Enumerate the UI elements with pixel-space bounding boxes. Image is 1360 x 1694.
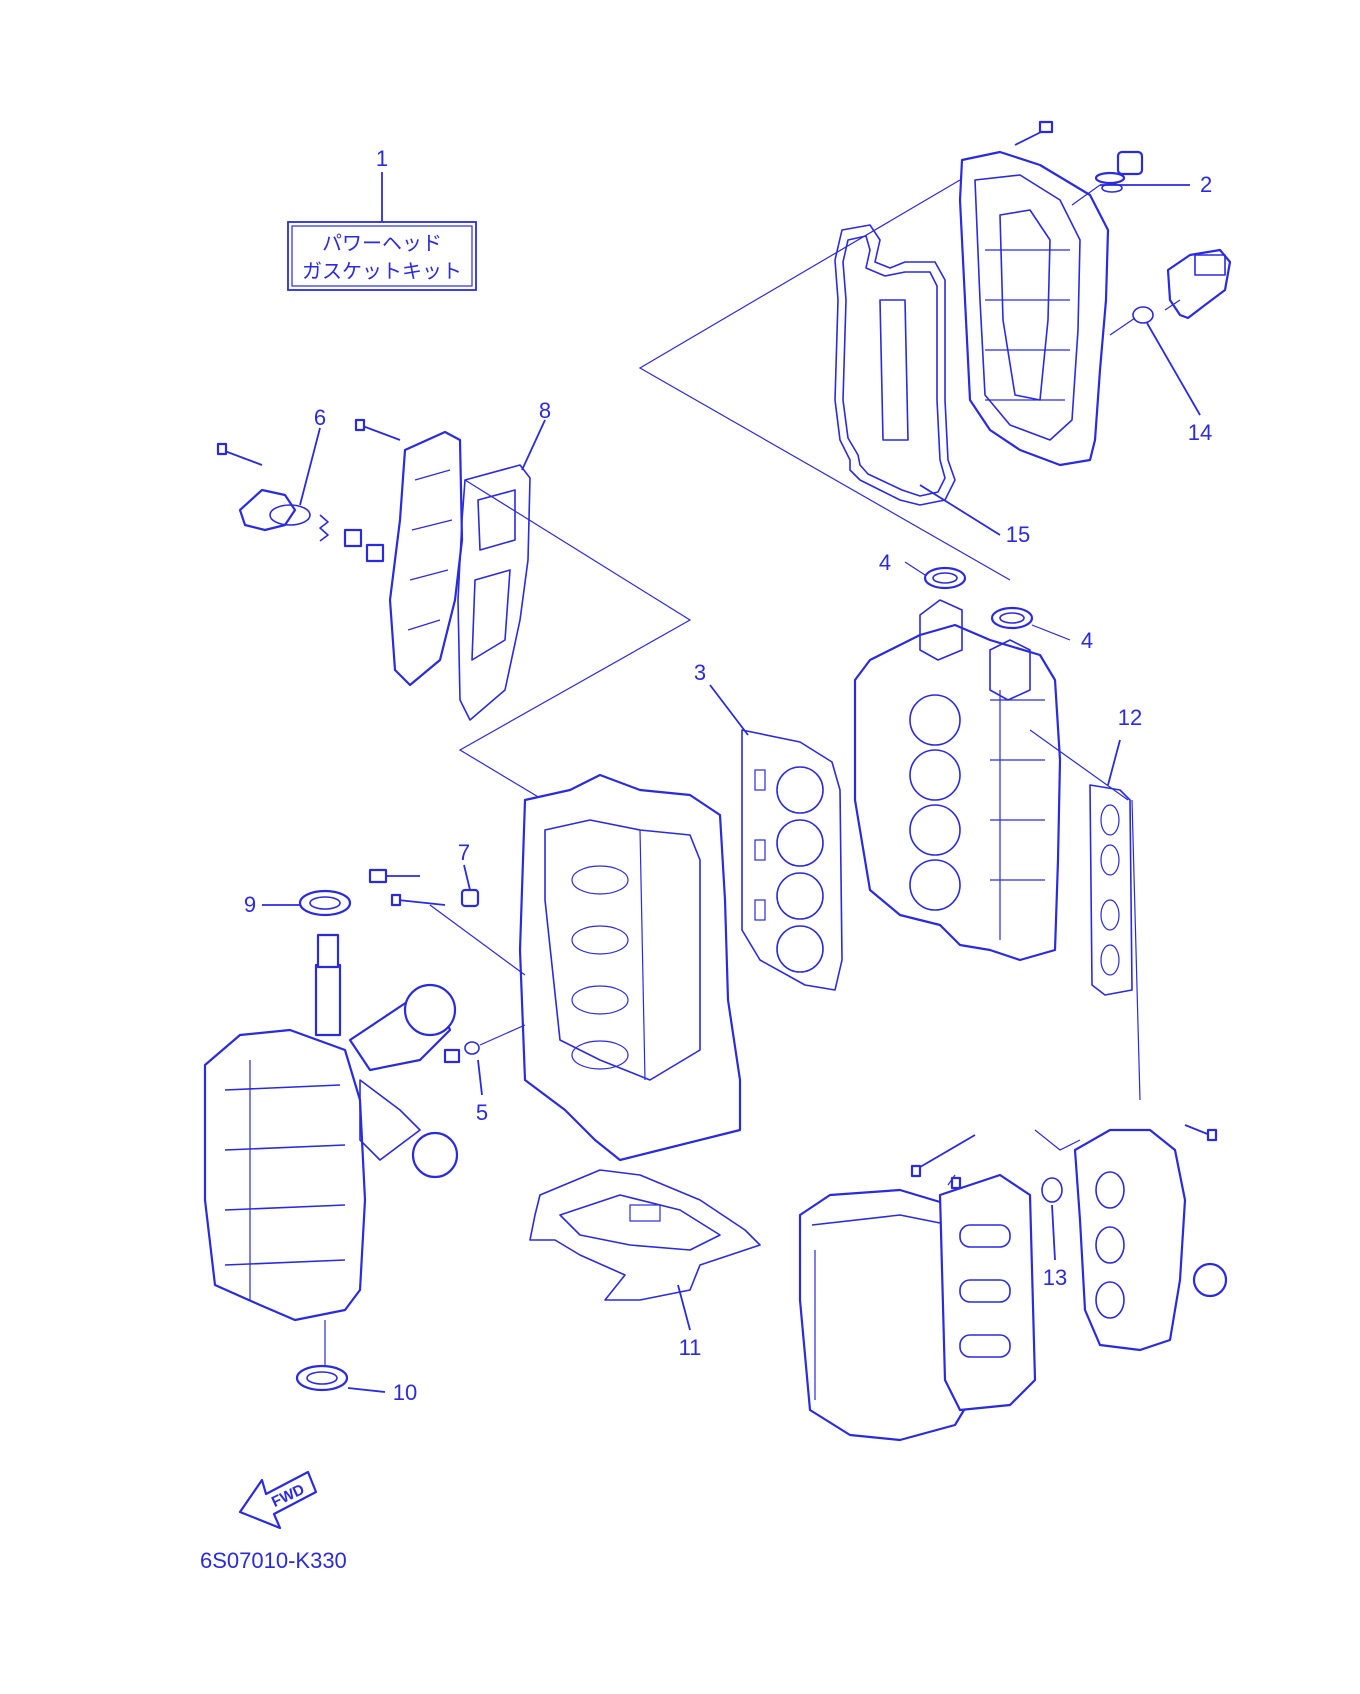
crankshaft[interactable] [314, 933, 459, 1179]
callout-8[interactable]: 8 [539, 398, 551, 423]
thermostat-gasket[interactable] [269, 504, 311, 526]
kit-label-line1: パワーヘッド [322, 231, 442, 255]
intake-manifold[interactable] [938, 1173, 1037, 1412]
intake-silencer[interactable] [798, 1188, 972, 1442]
callout-10[interactable]: 10 [393, 1380, 417, 1405]
exhaust-cover[interactable] [388, 430, 464, 687]
thermostat-housing[interactable] [216, 442, 297, 532]
callout-2[interactable]: 2 [1200, 172, 1212, 197]
manifold-bolt[interactable] [910, 1134, 976, 1178]
seal-4b[interactable] [990, 606, 1034, 630]
callout-11[interactable]: 11 [679, 1335, 702, 1360]
callout-5[interactable]: 5 [476, 1100, 488, 1125]
base-gasket[interactable] [529, 1169, 761, 1301]
cylinder-head[interactable] [853, 599, 1062, 962]
throttle-o-ring[interactable] [1041, 1177, 1063, 1203]
diagram-code: 6S07010-K330 [200, 1548, 347, 1573]
cylinder-head-gasket[interactable] [741, 729, 843, 991]
sensor-unit[interactable] [1164, 248, 1232, 320]
exhaust-gasket[interactable] [1089, 784, 1133, 996]
sensor-o-ring[interactable] [1132, 306, 1154, 324]
drain-bolt[interactable] [443, 1048, 461, 1064]
sensor-grommet-7[interactable] [460, 888, 480, 908]
oil-seal-10[interactable] [295, 1364, 349, 1392]
cylinder-head-cover[interactable] [958, 150, 1110, 467]
callout-4a[interactable]: 4 [879, 550, 891, 575]
throttle-body[interactable] [1073, 1128, 1228, 1352]
seal-4a[interactable] [923, 566, 967, 590]
callout-15[interactable]: 15 [1006, 522, 1030, 547]
oil-seal-9[interactable] [298, 889, 352, 917]
callout-12[interactable]: 12 [1118, 705, 1142, 730]
callout-9[interactable]: 9 [244, 892, 256, 917]
oil-filler-cap[interactable] [1094, 150, 1144, 185]
callout-13[interactable]: 13 [1043, 1265, 1067, 1290]
head-cover-bolt[interactable] [1014, 120, 1054, 146]
callout-1[interactable]: 1 [376, 146, 388, 171]
crankcase[interactable] [203, 1028, 367, 1322]
head-cover-gasket[interactable] [834, 224, 956, 506]
thermostat-spring[interactable] [319, 514, 385, 563]
callout-3[interactable]: 3 [694, 660, 706, 685]
cylinder-block[interactable] [518, 773, 742, 1162]
temperature-sensor[interactable] [368, 868, 446, 907]
fwd-arrow-icon: FWD [238, 1470, 318, 1530]
drain-washer-5[interactable] [464, 1041, 480, 1055]
exhaust-cover-gasket[interactable] [457, 464, 531, 721]
gasket-kit-box[interactable]: パワーヘッド ガスケットキット [287, 221, 477, 291]
cap-gasket[interactable] [1101, 183, 1123, 193]
callout-4b[interactable]: 4 [1081, 628, 1093, 653]
kit-label-line2: ガスケットキット [302, 259, 462, 283]
callout-6[interactable]: 6 [314, 405, 326, 430]
callout-14[interactable]: 14 [1188, 420, 1212, 445]
callout-7[interactable]: 7 [458, 840, 470, 865]
